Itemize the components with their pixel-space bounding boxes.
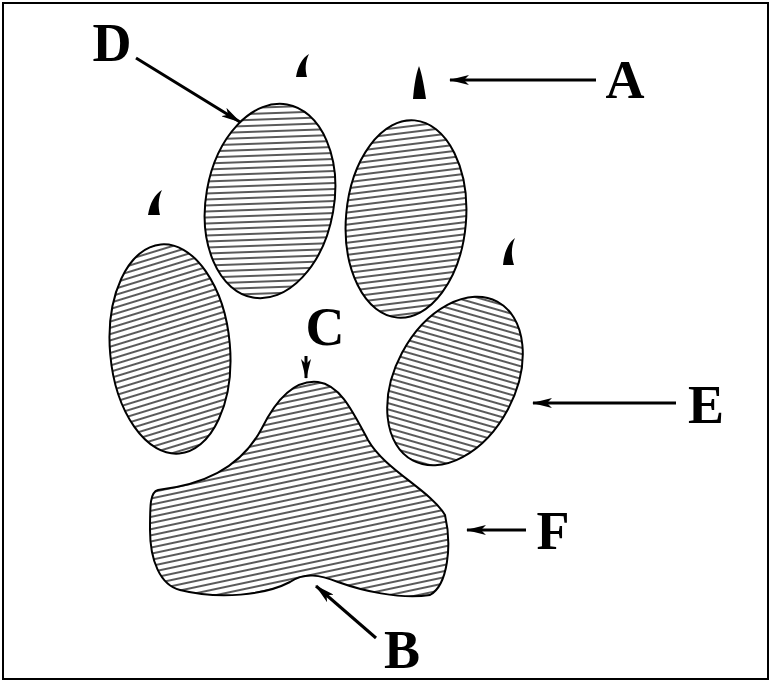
heel-pad <box>150 382 448 597</box>
part-letter: D <box>93 16 132 70</box>
claw <box>296 54 309 77</box>
leader-arrow <box>316 586 376 638</box>
leader-arrow <box>450 79 596 82</box>
frame <box>3 3 768 679</box>
claw <box>503 238 515 265</box>
leader-arrow <box>533 402 676 405</box>
part-letter: B <box>384 623 420 677</box>
claw <box>413 66 426 99</box>
part-letter: C <box>306 300 345 354</box>
toe-pad <box>190 93 350 308</box>
leader-arrow <box>136 58 240 122</box>
part-letter: E <box>688 378 724 432</box>
toe-pad <box>360 273 550 488</box>
part-letter: A <box>606 53 645 107</box>
part-letter: F <box>537 504 570 558</box>
toe-pad <box>338 115 475 323</box>
claw <box>148 190 162 215</box>
leader-arrow <box>467 529 526 532</box>
leader-arrow <box>305 356 308 378</box>
